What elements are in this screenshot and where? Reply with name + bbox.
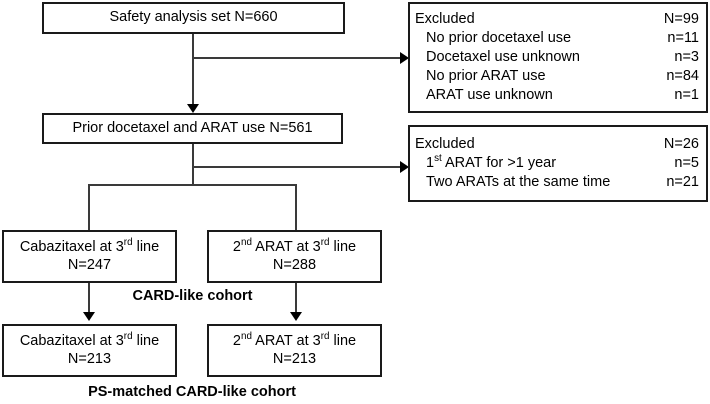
connector-to-excluded-1 xyxy=(192,57,407,59)
connector-prior-to-split xyxy=(192,144,194,186)
arrowhead-to-excluded-2 xyxy=(400,161,409,173)
excluded-2-row: Two ARATs at the same time n=21 xyxy=(415,173,699,192)
excluded-1-row-value: N=99 xyxy=(663,11,699,28)
node-cabazitaxel-3rd-line-label: Cabazitaxel at 3rd line xyxy=(19,236,160,257)
ordinal-suffix: rd xyxy=(320,330,330,342)
excluded-1-row-label: Excluded xyxy=(415,11,475,28)
arrowhead-to-excluded-1 xyxy=(400,52,409,64)
excluded-1-row-label: ARAT use unknown xyxy=(426,86,553,103)
label-text-rest: line xyxy=(132,238,160,255)
label-text-mid: ARAT at 3 xyxy=(251,332,321,349)
excluded-box-2: Excluded N=26 1st ARAT for >1 year n=5 T… xyxy=(408,125,708,202)
ordinal-suffix: st xyxy=(434,153,442,165)
excluded-2-row-value: n=21 xyxy=(666,173,699,190)
arrowhead-arat-to-matched xyxy=(290,312,302,321)
node-cabazitaxel-matched: Cabazitaxel at 3rd line N=213 xyxy=(2,324,177,377)
node-2nd-arat-3rd-line-label: 2nd ARAT at 3rd line xyxy=(232,236,357,257)
node-prior-docetaxel-arat-use-label: Prior docetaxel and ARAT use N=561 xyxy=(72,119,313,136)
excluded-box-1: Excluded N=99 No prior docetaxel use n=1… xyxy=(408,2,708,113)
label-text: 2 xyxy=(232,332,241,349)
node-2nd-arat-3rd-line-count: N=288 xyxy=(272,256,317,273)
connector-to-excluded-2 xyxy=(192,166,407,168)
excluded-2-row-label: Excluded xyxy=(415,136,475,153)
caption-card-like-cohort: CARD-like cohort xyxy=(132,288,253,304)
excluded-1-row-value: n=3 xyxy=(674,49,699,66)
excluded-2-row-label: 1st ARAT for >1 year xyxy=(415,154,566,173)
node-cabazitaxel-3rd-line: Cabazitaxel at 3rd line N=247 xyxy=(2,230,177,283)
node-2nd-arat-matched-label: 2nd ARAT at 3rd line xyxy=(232,330,357,351)
node-2nd-arat-matched: 2nd ARAT at 3rd line N=213 xyxy=(207,324,382,377)
node-2nd-arat-3rd-line: 2nd ARAT at 3rd line N=288 xyxy=(207,230,382,283)
connector-arat-to-matched xyxy=(295,283,297,314)
arrowhead-safety-to-prior xyxy=(187,104,199,113)
node-safety-analysis-set-label: Safety analysis set N=660 xyxy=(109,9,278,26)
excluded-2-row-value: n=5 xyxy=(674,155,699,172)
node-2nd-arat-matched-count: N=213 xyxy=(272,350,317,367)
excluded-1-row: Docetaxel use unknown n=3 xyxy=(415,48,699,67)
excluded-2-row-label-prefix: 1 xyxy=(426,155,435,172)
ordinal-suffix: rd xyxy=(320,236,330,248)
excluded-1-row-value: n=1 xyxy=(674,86,699,103)
label-text-rest: line xyxy=(329,238,357,255)
excluded-1-row: ARAT use unknown n=1 xyxy=(415,86,699,105)
excluded-2-row: Excluded N=26 xyxy=(415,135,699,154)
caption-ps-matched-card-like-cohort: PS-matched CARD-like cohort xyxy=(88,384,296,400)
node-cabazitaxel-3rd-line-count: N=247 xyxy=(67,256,112,273)
label-text-rest: line xyxy=(329,332,357,349)
label-text-rest: line xyxy=(132,332,160,349)
node-prior-docetaxel-arat-use: Prior docetaxel and ARAT use N=561 xyxy=(42,113,343,144)
arrowhead-cabazitaxel-to-matched xyxy=(83,312,95,321)
connector-cabazitaxel-to-matched xyxy=(88,283,90,314)
label-text: 2 xyxy=(232,238,241,255)
label-text: Cabazitaxel at 3 xyxy=(19,332,124,349)
excluded-2-row-label-rest: ARAT for >1 year xyxy=(441,155,557,172)
ordinal-suffix: rd xyxy=(123,236,133,248)
excluded-1-row-value: n=84 xyxy=(666,67,699,84)
ordinal-suffix: rd xyxy=(123,330,133,342)
excluded-1-row: Excluded N=99 xyxy=(415,10,699,29)
connector-split-right xyxy=(295,184,297,230)
excluded-1-row: No prior docetaxel use n=11 xyxy=(415,29,699,48)
ordinal-suffix: nd xyxy=(240,330,252,342)
node-safety-analysis-set: Safety analysis set N=660 xyxy=(42,2,345,34)
excluded-1-row-label: No prior docetaxel use xyxy=(426,30,572,47)
connector-split-left xyxy=(88,184,90,230)
excluded-1-row-label: Docetaxel use unknown xyxy=(426,49,580,66)
connector-safety-to-prior xyxy=(192,34,194,108)
excluded-1-row-value: n=11 xyxy=(667,30,699,47)
connector-split-bar xyxy=(88,184,297,186)
label-text: Cabazitaxel at 3 xyxy=(19,238,124,255)
node-cabazitaxel-matched-count: N=213 xyxy=(67,350,112,367)
ordinal-suffix: nd xyxy=(240,236,252,248)
node-cabazitaxel-matched-label: Cabazitaxel at 3rd line xyxy=(19,330,160,351)
excluded-2-row-value: N=26 xyxy=(663,136,699,153)
excluded-1-row: No prior ARAT use n=84 xyxy=(415,67,699,86)
excluded-2-row: 1st ARAT for >1 year n=5 xyxy=(415,154,699,173)
excluded-2-row-label: Two ARATs at the same time xyxy=(426,173,611,190)
excluded-1-row-label: No prior ARAT use xyxy=(426,67,546,84)
label-text-mid: ARAT at 3 xyxy=(251,238,321,255)
